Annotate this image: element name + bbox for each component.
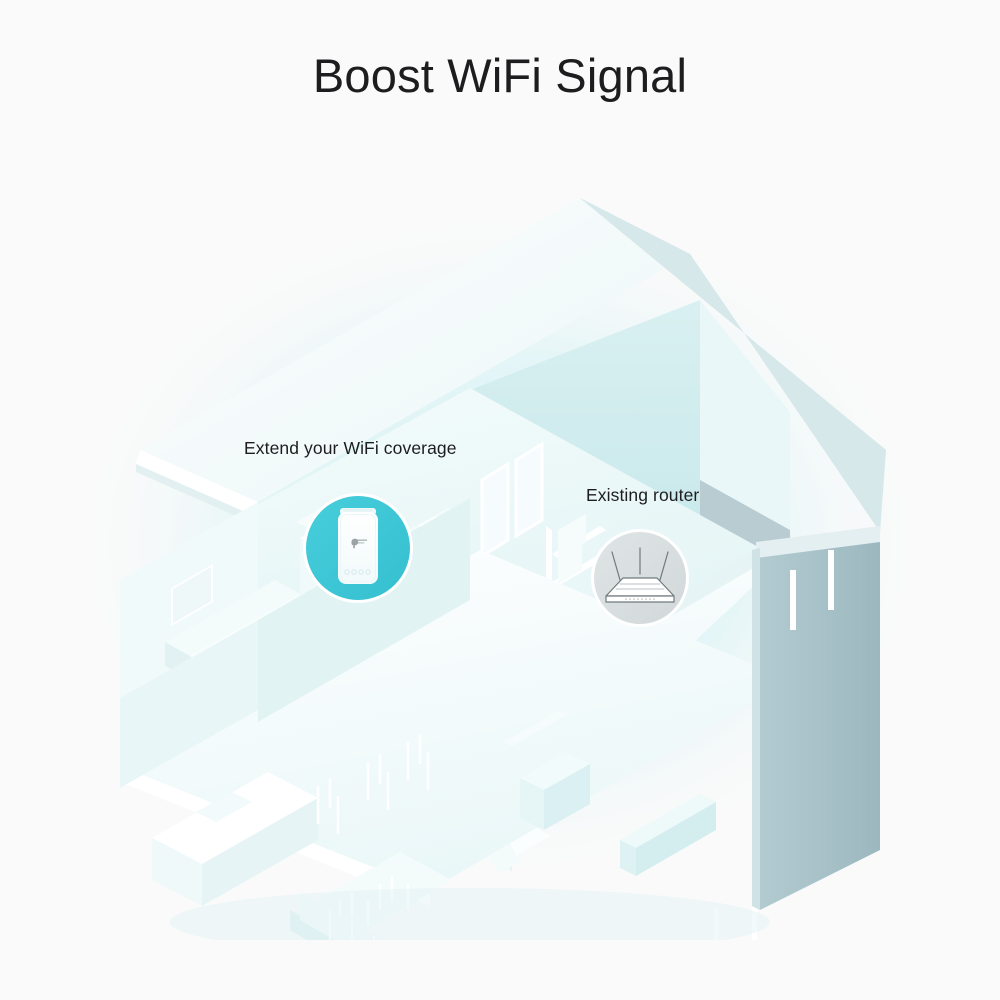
- roof-eave-left: [136, 450, 258, 516]
- exterior-right-wall-cap: [756, 526, 880, 558]
- ground-back-wall-left: [120, 620, 258, 788]
- roof-left-plane: [140, 198, 690, 502]
- ground-back-wall-right: [258, 498, 470, 722]
- window-upper-2: [514, 441, 544, 539]
- wireless-router-device: [605, 547, 675, 603]
- attic-window-slot-2: [752, 906, 757, 940]
- living-bench-top: [620, 794, 716, 848]
- roof-eave-left-under: [136, 464, 254, 524]
- extender-callout-label: Extend your WiFi coverage: [244, 438, 457, 458]
- tp-link-logo: [351, 538, 367, 549]
- attic-opening: [700, 300, 790, 530]
- extender-callout-badge[interactable]: [302, 492, 414, 604]
- front-wall-panel: [300, 892, 383, 940]
- page-title: Boost WiFi Signal: [312, 49, 688, 102]
- router-callout-badge[interactable]: [590, 528, 690, 628]
- bedroom-wall-picture: [171, 564, 213, 627]
- wifi-range-extender-device: [338, 508, 378, 584]
- kitchen-sink: [196, 792, 252, 822]
- exterior-right-wall: [760, 532, 880, 910]
- kitchen-counter-side: [202, 798, 318, 906]
- bookshelf-books-1: [558, 514, 586, 558]
- dining-chairs: [316, 734, 430, 834]
- router-body-front: [605, 595, 675, 603]
- house-illustration: [0, 150, 1000, 940]
- extender-led-row: [344, 569, 371, 575]
- router-antenna-right: [659, 551, 669, 581]
- bookshelf-books-2: [558, 544, 582, 584]
- kitchen-counter-front: [152, 838, 202, 906]
- exterior-window-slot-2: [828, 550, 834, 610]
- kitchen-counter-top: [152, 772, 318, 864]
- storage-box-front: [520, 778, 544, 830]
- window-upper-1: [480, 461, 510, 559]
- lower-partition: [504, 710, 568, 746]
- storage-box-side: [544, 764, 590, 830]
- front-wall-rail: [329, 910, 375, 940]
- bed-headboard: [165, 580, 300, 656]
- router-callout-label: Existing router: [586, 485, 700, 505]
- exterior-right-wall-inner-edge: [752, 548, 760, 910]
- router-antenna-left: [611, 551, 621, 581]
- exterior-window-slot-1: [790, 570, 796, 630]
- living-bench-front: [620, 840, 636, 876]
- attic-window-slot-1: [714, 906, 719, 940]
- storage-box-top: [520, 752, 590, 790]
- living-bench-side: [636, 802, 716, 876]
- house-contact-shadow: [170, 888, 770, 940]
